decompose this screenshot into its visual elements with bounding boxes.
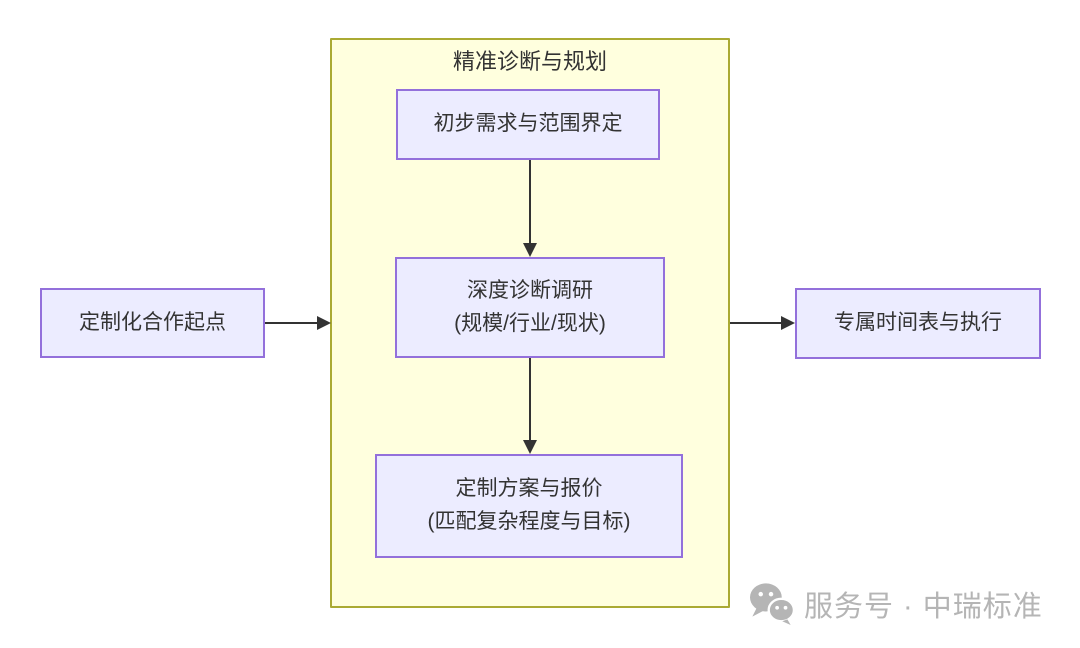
edge-step2-step3 <box>529 358 531 442</box>
node-step2: 深度诊断调研 (规模/行业/现状) <box>395 257 665 358</box>
node-step1: 初步需求与范围界定 <box>396 89 660 160</box>
node-end-label: 专属时间表与执行 <box>834 311 1002 335</box>
subgraph-title: 精准诊断与规划 <box>452 49 607 74</box>
node-step1-label: 初步需求与范围界定 <box>433 112 623 136</box>
edge-container-end <box>730 322 783 324</box>
edge-step1-step2 <box>529 160 531 245</box>
node-end: 专属时间表与执行 <box>795 288 1041 359</box>
watermark-text: 服务号 · 中瑞标准 <box>804 590 1043 623</box>
node-step2-line2: (规模/行业/现状) <box>454 311 606 335</box>
wechat-icon <box>748 582 795 625</box>
node-start-label: 定制化合作起点 <box>79 310 226 334</box>
edge-start-container <box>265 322 319 324</box>
arrowhead-down-icon <box>523 243 537 257</box>
node-step3: 定制方案与报价 (匹配复杂程度与目标) <box>375 454 683 558</box>
watermark: 服务号 · 中瑞标准 <box>748 582 1043 625</box>
arrowhead-right-icon <box>781 316 795 330</box>
node-step2-line1: 深度诊断调研 <box>467 278 593 302</box>
arrowhead-down-icon <box>523 440 537 454</box>
arrowhead-right-icon <box>317 316 331 330</box>
node-start: 定制化合作起点 <box>40 288 265 358</box>
node-step3-line1: 定制方案与报价 <box>455 477 603 501</box>
node-step3-line2: (匹配复杂程度与目标) <box>427 510 631 533</box>
